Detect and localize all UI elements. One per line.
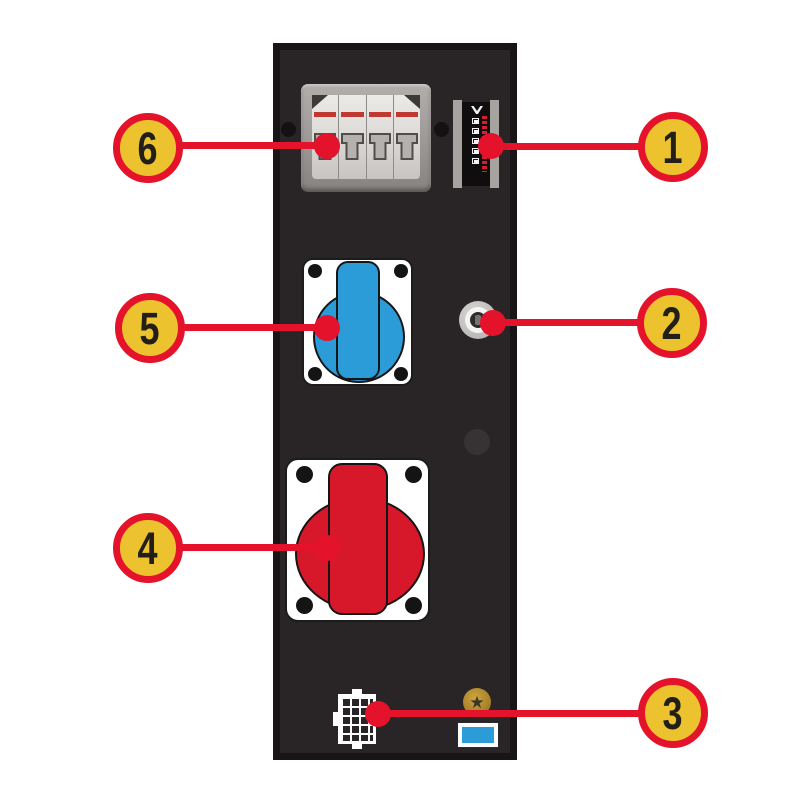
brand-letter-block — [472, 118, 479, 124]
screw-hole — [405, 466, 422, 483]
callout-1: 1 — [638, 112, 708, 182]
breaker-pole — [394, 95, 420, 179]
callout-number: 4 — [137, 522, 159, 574]
brand-letter-block — [472, 158, 479, 164]
breaker-red-stripe — [314, 112, 337, 117]
blue-rating-label — [458, 723, 498, 747]
leader-dot-2 — [480, 310, 506, 336]
callout-number: 1 — [662, 121, 684, 173]
callout-number: 5 — [139, 302, 161, 354]
leader-dot-4 — [314, 535, 340, 561]
callout-5: 5 — [115, 293, 185, 363]
panel-hole — [281, 122, 296, 137]
breaker-red-stripe — [341, 112, 364, 117]
connector-tab — [352, 744, 362, 749]
breaker-red-stripe — [395, 112, 418, 117]
leader-line-2 — [493, 319, 643, 326]
screw-hole — [394, 264, 408, 278]
key-slot — [475, 315, 481, 325]
connector-tab — [333, 712, 338, 726]
leader-line-3 — [378, 710, 643, 717]
leader-line-4 — [150, 544, 327, 551]
panel-hole — [434, 122, 449, 137]
callout-number: 2 — [661, 297, 683, 349]
callout-6: 6 — [113, 113, 183, 183]
callout-4: 4 — [113, 513, 183, 583]
din-rail — [453, 100, 462, 188]
callout-number: 6 — [137, 122, 159, 174]
callout-2: 2 — [637, 288, 707, 358]
screw-hole — [296, 597, 313, 614]
leader-dot-1 — [478, 133, 504, 159]
leader-dot-6 — [314, 133, 340, 159]
breaker-pole — [367, 95, 394, 179]
screw-hole — [296, 466, 313, 483]
callout-3: 3 — [638, 678, 708, 748]
screw-hole — [394, 367, 408, 381]
brand-letter-block — [472, 148, 479, 154]
breaker-handle-stem — [345, 142, 359, 160]
brand-letter-block — [472, 138, 479, 144]
leader-line-1 — [491, 143, 643, 150]
screw-hole — [308, 264, 322, 278]
brand-letter-block — [472, 128, 479, 134]
leader-line-6 — [150, 142, 327, 149]
breaker-handle-stem — [373, 142, 387, 160]
leader-dot-5 — [314, 315, 340, 341]
blue-socket-lid — [336, 261, 380, 380]
screw-hole — [308, 367, 322, 381]
screw-hole — [405, 597, 422, 614]
leader-dot-3 — [365, 701, 391, 727]
panel-hole — [464, 429, 490, 455]
breaker-handle-stem — [400, 142, 414, 160]
leader-line-5 — [152, 324, 327, 331]
callout-number: 3 — [662, 687, 684, 739]
breaker-red-stripe — [368, 112, 391, 117]
breaker-pole — [339, 95, 367, 179]
connector-tab — [352, 689, 362, 694]
